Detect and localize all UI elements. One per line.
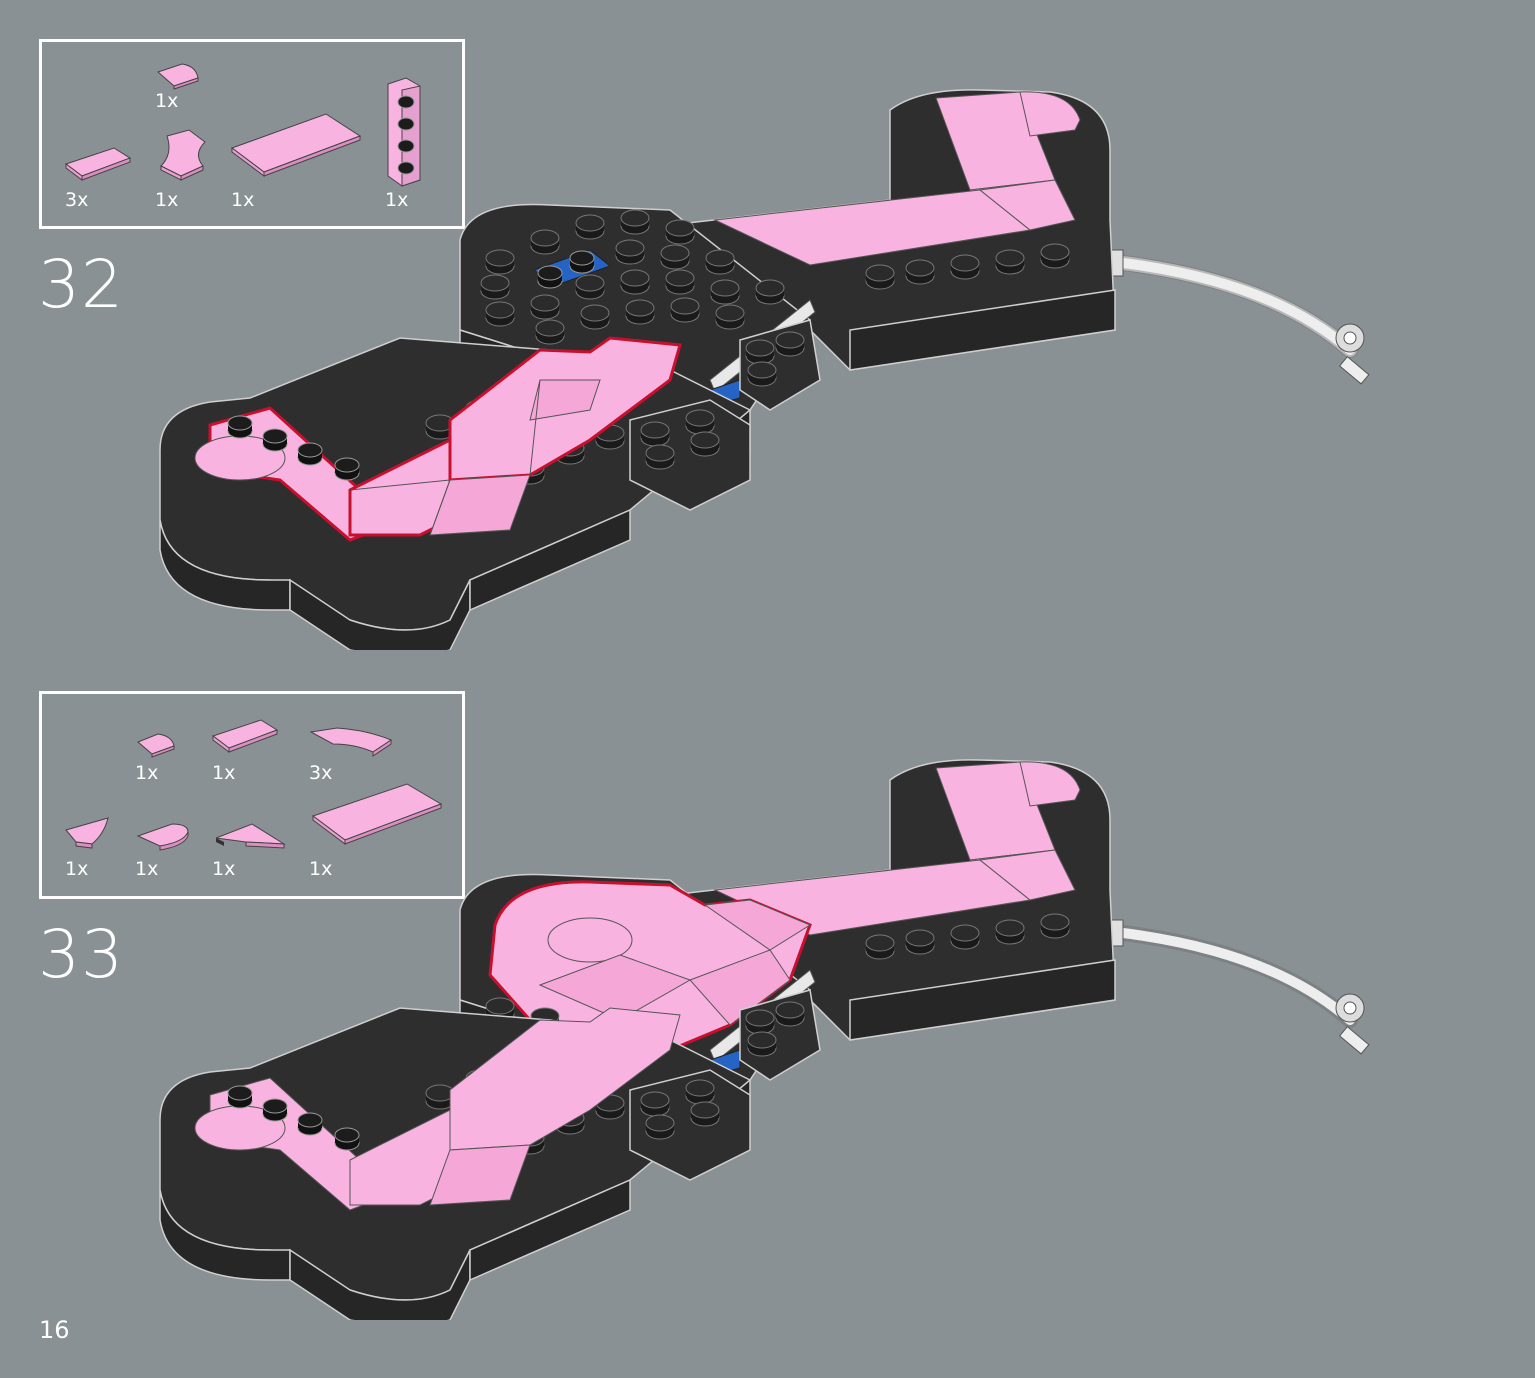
part-qty: 1x — [155, 90, 179, 112]
flat-tile-2x4-icon — [230, 113, 362, 177]
model-illustration-step-33 — [159, 759, 1370, 1320]
flat-tile-1x2-icon — [64, 147, 132, 181]
parts-callout-step-32: 1x 3x 1x 1x 1x — [39, 39, 465, 229]
part-qty: 1x — [212, 762, 236, 784]
curved-tile-icon — [160, 129, 206, 181]
part-qty: 1x — [309, 858, 333, 880]
wedge-tile-left-icon — [65, 817, 109, 849]
parts-callout-step-33: 1x 1x 3x 1x 1x 1x 1x — [39, 691, 465, 899]
triangle-tile-icon — [215, 823, 286, 849]
round-corner-tile-icon — [136, 823, 189, 851]
part-qty: 1x — [231, 189, 255, 211]
model-illustration-step-32 — [159, 89, 1370, 650]
part-qty: 1x — [155, 189, 179, 211]
flat-tile-1x2-icon — [211, 719, 279, 753]
macaroni-tile-icon — [309, 727, 393, 757]
page-number: 16 — [39, 1316, 70, 1344]
part-qty: 1x — [385, 189, 409, 211]
part-qty: 3x — [309, 762, 333, 784]
quarter-round-tile-icon — [157, 63, 199, 90]
part-qty: 1x — [65, 858, 89, 880]
part-qty: 1x — [135, 762, 159, 784]
flat-tile-2x4-icon — [311, 783, 443, 845]
quarter-round-tile-icon — [137, 733, 175, 758]
part-qty: 3x — [65, 189, 89, 211]
part-qty: 1x — [212, 858, 236, 880]
step-number: 33 — [38, 916, 124, 993]
step-number: 32 — [38, 246, 124, 323]
part-qty: 1x — [135, 858, 159, 880]
wedge-plate-4-stud-icon — [387, 77, 421, 187]
